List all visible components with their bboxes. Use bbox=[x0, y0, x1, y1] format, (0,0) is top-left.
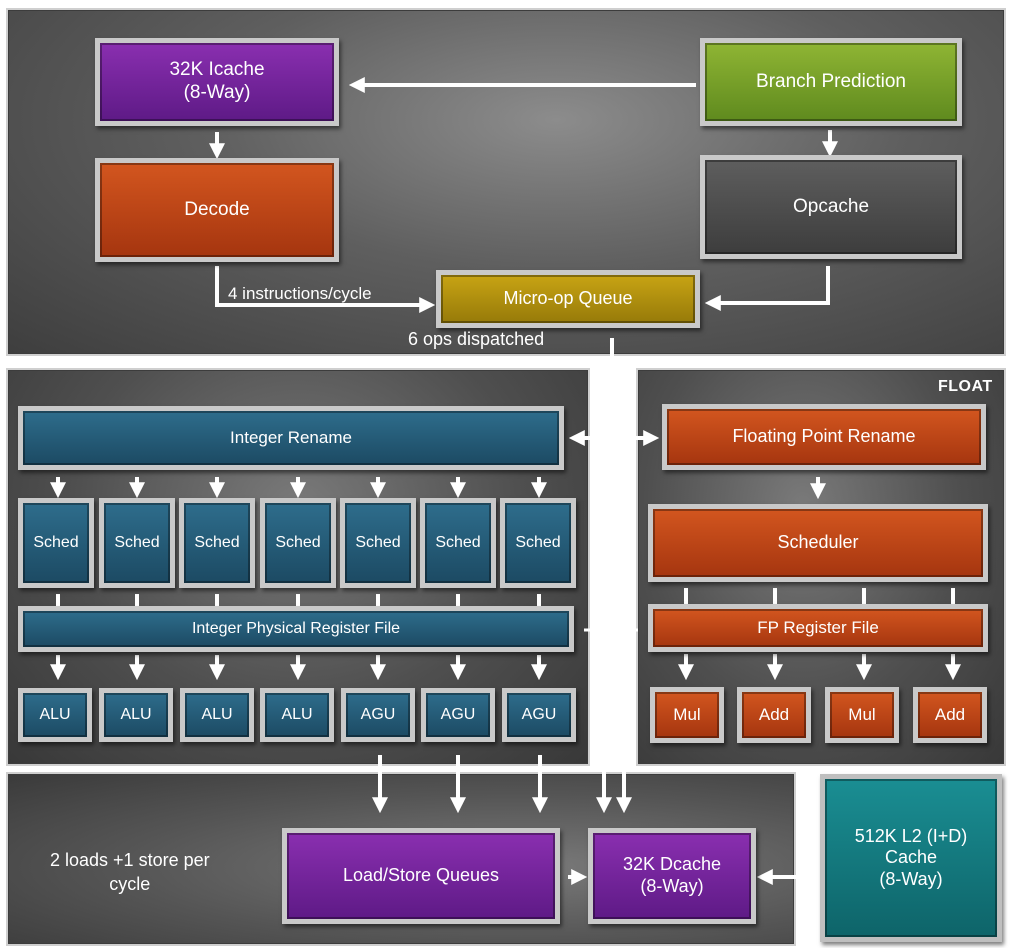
integer-rename-block: Integer Rename bbox=[18, 406, 564, 470]
load-store-queues-block: Load/Store Queues bbox=[282, 828, 560, 924]
integer-scheduler-7: Sched bbox=[500, 498, 576, 588]
arrow-decode-to-queue bbox=[215, 266, 436, 313]
agu-1: AGU bbox=[341, 688, 415, 742]
fp-add-2: Add bbox=[913, 687, 987, 743]
agu-3: AGU bbox=[502, 688, 576, 742]
float-title: FLOAT bbox=[938, 378, 993, 395]
integer-scheduler-5: Sched bbox=[340, 498, 416, 588]
fp-rename-block: Floating Point Rename bbox=[662, 404, 986, 470]
icache-block: 32K Icache (8-Way) bbox=[95, 38, 339, 126]
alu-4: ALU bbox=[260, 688, 334, 742]
l2-cache-block: 512K L2 (I+D) Cache (8-Way) bbox=[820, 774, 1002, 942]
integer-scheduler-4: Sched bbox=[260, 498, 336, 588]
integer-scheduler-3: Sched bbox=[179, 498, 255, 588]
arrow-opcache-to-queue bbox=[704, 266, 830, 311]
fp-mul-1: Mul bbox=[650, 687, 724, 743]
branch-prediction-block: Branch Prediction bbox=[700, 38, 962, 126]
decode-block: Decode bbox=[95, 158, 339, 262]
fp-mul-2: Mul bbox=[825, 687, 899, 743]
alu-3: ALU bbox=[180, 688, 254, 742]
fp-add-1: Add bbox=[737, 687, 811, 743]
load-store-throughput-label: 2 loads +1 store per cycle bbox=[50, 850, 210, 895]
integer-register-file-block: Integer Physical Register File bbox=[18, 606, 574, 652]
decode-rate-label: 4 instructions/cycle bbox=[228, 284, 372, 303]
fp-register-file-block: FP Register File bbox=[648, 604, 988, 652]
micro-op-queue-block: Micro-op Queue bbox=[436, 270, 700, 328]
alu-1: ALU bbox=[18, 688, 92, 742]
fp-scheduler-block: Scheduler bbox=[648, 504, 988, 582]
dispatch-rate-label: 6 ops dispatched bbox=[408, 329, 545, 349]
integer-scheduler-1: Sched bbox=[18, 498, 94, 588]
opcache-block: Opcache bbox=[700, 155, 962, 259]
alu-2: ALU bbox=[99, 688, 173, 742]
dcache-block: 32K Dcache (8-Way) bbox=[588, 828, 756, 924]
integer-scheduler-2: Sched bbox=[99, 498, 175, 588]
agu-2: AGU bbox=[421, 688, 495, 742]
integer-scheduler-6: Sched bbox=[420, 498, 496, 588]
